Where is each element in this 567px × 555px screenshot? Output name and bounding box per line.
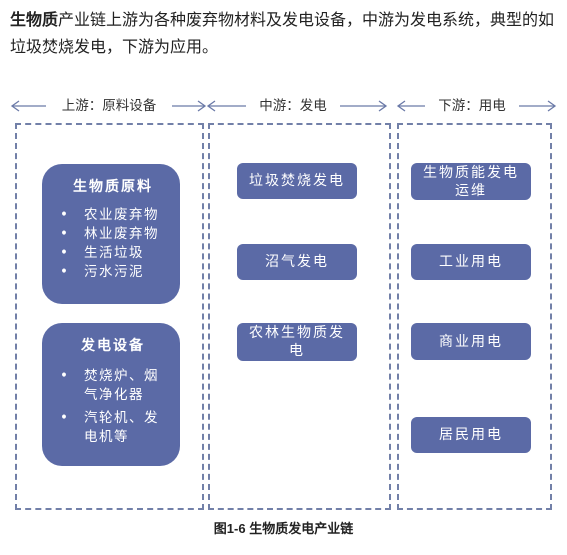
downstream-item-operation: 生物质能发电运维 <box>411 163 531 200</box>
raw-materials-list: 农业废弃物 林业废弃物 生活垃圾 污水污泥 <box>58 206 168 282</box>
downstream-label: 下游：用电 <box>425 95 519 117</box>
upstream-label: 上游：原料设备 <box>46 95 172 117</box>
intro-paragraph: 生物质产业链上游为各种废弃物材料及发电设备，中游为发电系统，典型的如垃圾焚烧发电… <box>10 6 558 60</box>
intro-text: 产业链上游为各种废弃物材料及发电设备，中游为发电系统，典型的如垃圾焚烧发电，下游… <box>10 10 555 56</box>
upstream-arrow-right-head <box>197 100 207 112</box>
raw-material-item: 污水污泥 <box>58 263 168 282</box>
raw-material-item: 生活垃圾 <box>58 244 168 263</box>
raw-material-item: 农业废弃物 <box>58 206 168 225</box>
downstream-item-residential: 居民用电 <box>411 417 531 453</box>
equipment-list: 焚烧炉、烟气净化器 汽轮机、发电机等 <box>58 367 168 447</box>
midstream-item-biogas: 沼气发电 <box>237 244 357 280</box>
midstream-label: 中游：发电 <box>246 95 340 117</box>
raw-materials-title: 生物质原料 <box>73 179 153 195</box>
equipment-title: 发电设备 <box>81 338 145 354</box>
equipment-box: 发电设备 焚烧炉、烟气净化器 汽轮机、发电机等 <box>42 323 180 466</box>
downstream-arrow-left-head <box>396 100 406 112</box>
raw-material-item: 林业废弃物 <box>58 225 168 244</box>
downstream-item-commercial: 商业用电 <box>411 323 531 360</box>
intro-highlight: 生物质 <box>10 10 59 29</box>
midstream-item-agri-forestry: 农林生物质发电 <box>237 323 357 361</box>
midstream-arrow-left-head <box>206 100 216 112</box>
midstream-arrow-right-head <box>378 100 388 112</box>
upstream-panel <box>15 123 204 510</box>
equipment-item: 汽轮机、发电机等 <box>58 409 168 447</box>
equipment-item: 焚烧炉、烟气净化器 <box>58 367 168 405</box>
downstream-arrow-right-head <box>547 100 557 112</box>
downstream-item-industrial: 工业用电 <box>411 244 531 280</box>
upstream-arrow-left-head <box>10 100 20 112</box>
raw-materials-box: 生物质原料 农业废弃物 林业废弃物 生活垃圾 污水污泥 <box>42 164 180 304</box>
midstream-item-waste-incineration: 垃圾焚烧发电 <box>237 163 357 199</box>
midstream-panel <box>208 123 391 510</box>
downstream-panel <box>397 123 552 510</box>
figure-caption: 图1-6 生物质发电产业链 <box>213 521 354 536</box>
